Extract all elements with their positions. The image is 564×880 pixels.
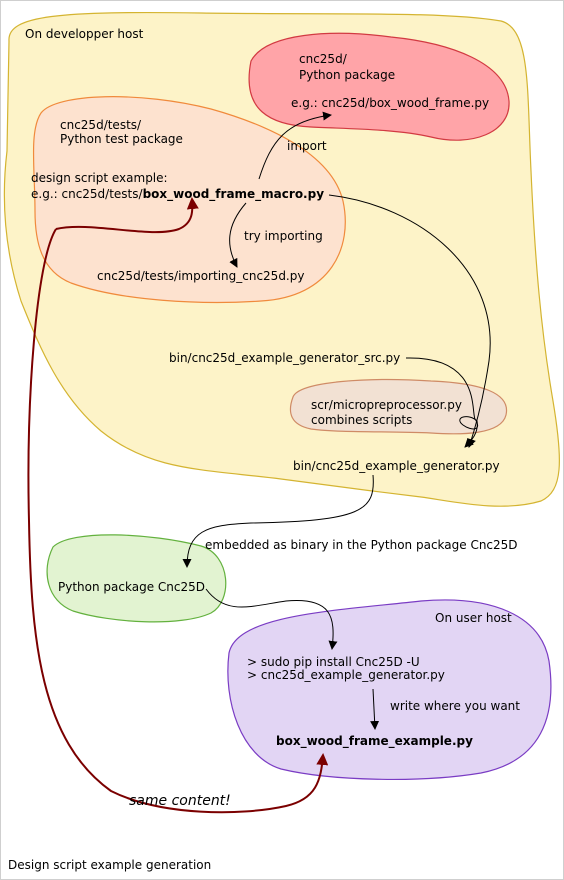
cnc25d-package-region <box>46 534 227 623</box>
import-arrow <box>258 111 332 180</box>
cnc25d-package-label: Python package Cnc25D <box>58 580 205 594</box>
python-package-example: e.g.: cnc25d/box_wood_frame.py <box>291 96 490 110</box>
python-package-line1: cnc25d/ <box>299 52 347 66</box>
tests-package-line2: Python test package <box>60 132 183 146</box>
diagram-caption: Design script example generation <box>8 858 212 872</box>
importing-cnc25d-label: cnc25d/tests/importing_cnc25d.py <box>97 269 305 283</box>
python-package-line2: Python package <box>299 68 396 82</box>
design-script-example-prefix: e.g.: cnc25d/tests/ <box>31 187 143 201</box>
same-content-label: same content! <box>129 793 231 809</box>
write-arrow <box>370 688 380 730</box>
generator-src-label: bin/cnc25d_example_generator_src.py <box>169 351 401 365</box>
developer-host-label: On developper host <box>25 27 144 41</box>
python-package-region <box>248 32 510 141</box>
tests-package-line1: cnc25d/tests/ <box>60 118 142 132</box>
generator-output-label: bin/cnc25d_example_generator.py <box>293 459 500 473</box>
design-script-example: e.g.: cnc25d/tests/box_wood_frame_macro.… <box>31 186 324 202</box>
output-file-label: box_wood_frame_example.py <box>276 734 473 748</box>
write-label: write where you want <box>390 699 520 713</box>
try-importing-arrow <box>229 202 247 268</box>
user-command-install: > sudo pip install Cnc25D -U <box>247 655 420 669</box>
src-to-generator-arrow <box>405 357 479 448</box>
macro-to-generator-arrow <box>328 194 491 448</box>
embedded-arrow <box>182 474 374 568</box>
user-host-label: On user host <box>435 611 512 625</box>
preprocessor-line2: combines scripts <box>311 413 413 427</box>
user-host-region <box>227 599 552 780</box>
user-command-generate: > cnc25d_example_generator.py <box>247 668 445 682</box>
same-content-arrow <box>27 228 329 814</box>
preprocessor-line1: scr/micropreprocessor.py <box>311 398 462 412</box>
design-script-example-file: box_wood_frame_macro.py <box>142 187 325 201</box>
design-script-label: design script example: <box>31 171 168 185</box>
try-importing-label: try importing <box>244 229 323 243</box>
preprocessor-region <box>289 378 508 435</box>
package-to-user-arrow <box>205 588 338 650</box>
same-content-arrow-top <box>55 197 199 234</box>
embedded-label: embedded as binary in the Python package… <box>205 538 518 552</box>
import-label: import <box>287 139 327 153</box>
